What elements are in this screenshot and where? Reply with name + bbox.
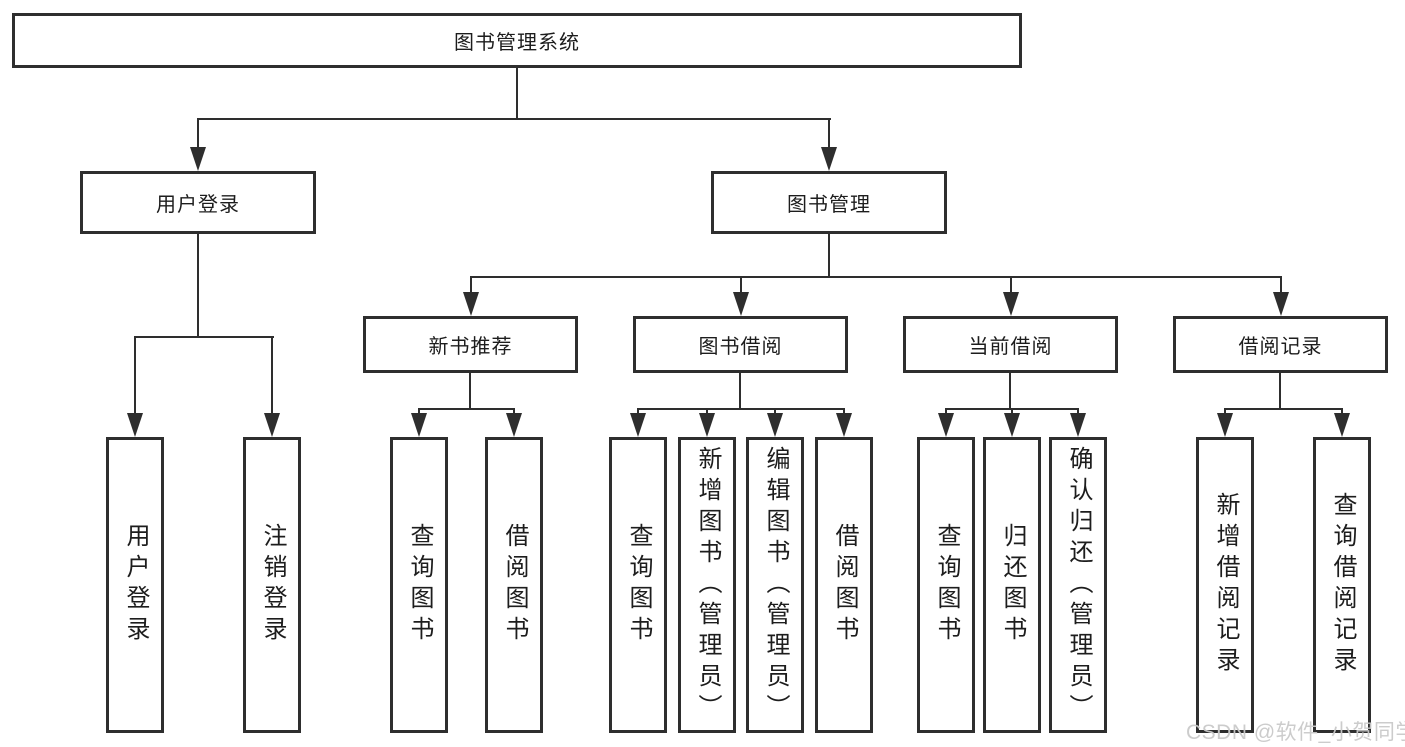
node-user-login: 用户登录 [80,171,316,234]
leaf-return-book-label: 归还图书 [999,523,1026,647]
arrowhead-down-icon [1273,292,1289,316]
connector-line [516,68,518,119]
leaf-edit-book-admin: 编辑图书（管理员） [746,437,804,733]
node-book-management: 图书管理 [711,171,947,234]
leaf-add-borrow-record: 新增借阅记录 [1196,437,1254,733]
connector-line [197,118,831,120]
connector-line [418,408,515,410]
connector-line [134,336,136,416]
csdn-watermark: CSDN @软件_小贺同学 [1186,721,1405,744]
leaf-query-book-current: 查询图书 [917,437,975,733]
connector-line [469,373,471,410]
leaf-query-book-recommend: 查询图书 [390,437,448,733]
arrowhead-down-icon [1070,413,1086,437]
connector-line [1009,373,1011,410]
leaf-add-borrow-record-label: 新增借阅记录 [1212,492,1239,678]
connector-line [197,234,199,338]
leaf-confirm-return-admin-label: 确认归还（管理员） [1065,445,1092,725]
arrowhead-down-icon [630,413,646,437]
arrowhead-down-icon [733,292,749,316]
connector-line [1010,276,1012,294]
leaf-query-book-borrow-label: 查询图书 [625,523,652,647]
leaf-return-book: 归还图书 [983,437,1041,733]
node-root-library-system: 图书管理系统 [12,13,1022,68]
leaf-confirm-return-admin: 确认归还（管理员） [1049,437,1107,733]
arrowhead-down-icon [699,413,715,437]
node-current-borrow: 当前借阅 [903,316,1118,373]
connector-line [637,408,845,410]
leaf-borrow-book-recommend: 借阅图书 [485,437,543,733]
connector-line [828,234,830,278]
arrowhead-down-icon [264,413,280,437]
leaf-query-book-recommend-label: 查询图书 [406,523,433,647]
arrowhead-down-icon [506,413,522,437]
arrowhead-down-icon [1217,413,1233,437]
leaf-query-borrow-record-label: 查询借阅记录 [1329,492,1356,678]
connector-line [197,118,199,150]
node-borrow-records: 借阅记录 [1173,316,1388,373]
arrowhead-down-icon [127,413,143,437]
connector-line [470,276,472,294]
arrowhead-down-icon [190,147,206,171]
connector-line [739,373,741,410]
leaf-borrow-book-label: 借阅图书 [831,523,858,647]
connector-line [1279,373,1281,410]
node-new-book-recommend: 新书推荐 [363,316,578,373]
leaf-logout: 注销登录 [243,437,301,733]
arrowhead-down-icon [411,413,427,437]
leaf-add-book-admin: 新增图书（管理员） [678,437,736,733]
leaf-user-login: 用户登录 [106,437,164,733]
leaf-logout-label: 注销登录 [259,523,286,647]
connector-line [1280,276,1282,294]
arrowhead-down-icon [821,147,837,171]
arrowhead-down-icon [938,413,954,437]
leaf-add-book-admin-label: 新增图书（管理员） [694,445,721,725]
arrowhead-down-icon [1334,413,1350,437]
arrowhead-down-icon [836,413,852,437]
connector-line [740,276,742,294]
leaf-query-borrow-record: 查询借阅记录 [1313,437,1371,733]
leaf-borrow-book-recommend-label: 借阅图书 [501,523,528,647]
arrowhead-down-icon [463,292,479,316]
arrowhead-down-icon [767,413,783,437]
connector-line [1224,408,1343,410]
connector-line [828,118,830,150]
leaf-edit-book-admin-label: 编辑图书（管理员） [762,445,789,725]
node-book-borrow: 图书借阅 [633,316,848,373]
arrowhead-down-icon [1004,413,1020,437]
leaf-borrow-book: 借阅图书 [815,437,873,733]
arrowhead-down-icon [1003,292,1019,316]
leaf-query-book-borrow: 查询图书 [609,437,667,733]
connector-line [134,336,274,338]
leaf-query-book-current-label: 查询图书 [933,523,960,647]
connector-line [271,336,273,416]
connector-line [470,276,1282,278]
leaf-user-login-label: 用户登录 [122,523,149,647]
